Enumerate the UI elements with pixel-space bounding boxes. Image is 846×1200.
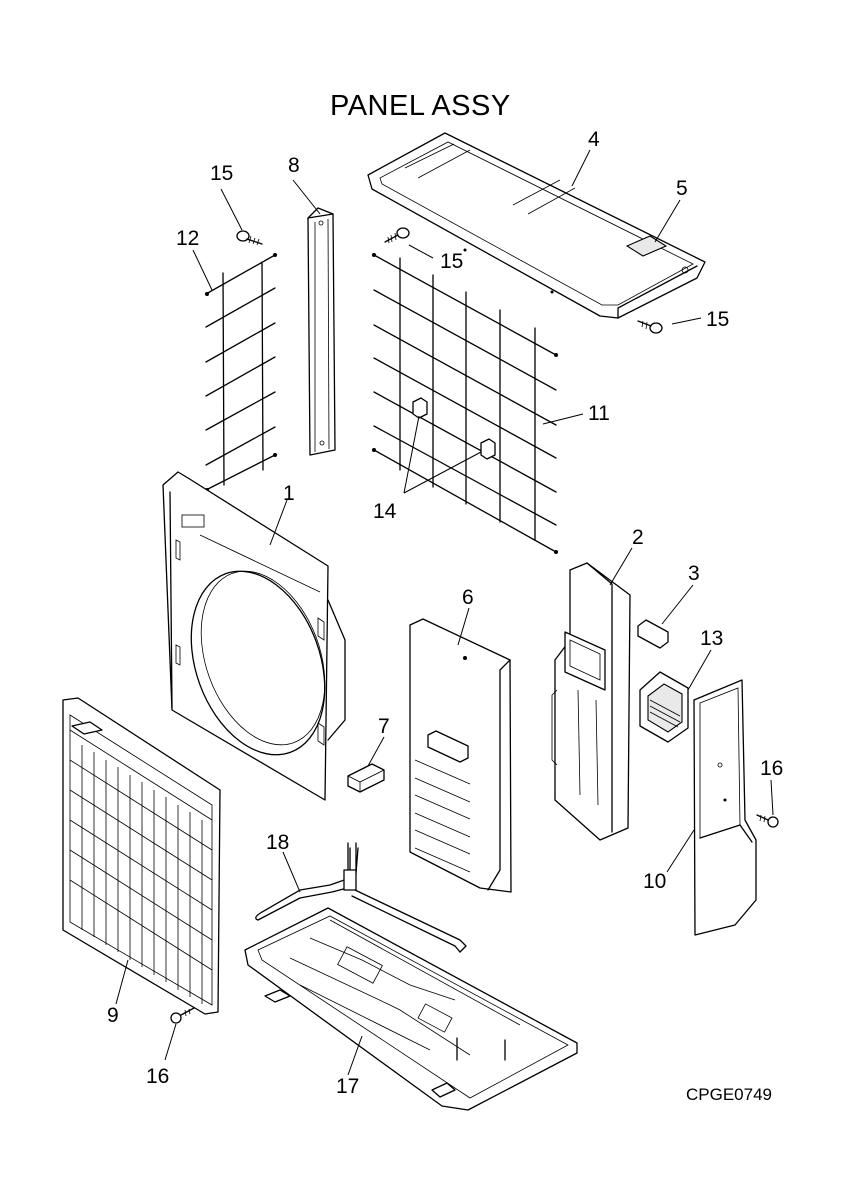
callout-16-b: 16 — [146, 1065, 169, 1088]
part-14-clips — [412, 397, 496, 460]
callout-labels: 15 8 4 5 12 15 15 11 14 1 2 3 6 13 7 16 … — [107, 128, 783, 1098]
part-15-screws — [236, 227, 663, 334]
part-17-base-pan — [244, 907, 578, 1111]
part-9-front-grille — [62, 697, 221, 1015]
diagram-title: PANEL ASSY — [330, 90, 511, 122]
callout-2: 2 — [632, 526, 644, 549]
callout-15-c: 15 — [706, 308, 729, 331]
callout-5: 5 — [676, 177, 688, 200]
part-5-nameplate — [625, 235, 668, 257]
callout-16-a: 16 — [760, 757, 783, 780]
callout-14: 14 — [373, 500, 397, 523]
callout-9: 9 — [107, 1004, 119, 1027]
callout-1: 1 — [283, 482, 295, 505]
callout-15-b: 15 — [440, 250, 463, 273]
part-16-screws — [170, 814, 779, 1024]
callout-15-a: 15 — [210, 162, 233, 185]
callout-13: 13 — [700, 627, 723, 650]
drawing-code: CPGE0749 — [686, 1085, 772, 1104]
callout-17: 17 — [336, 1075, 359, 1098]
part-10-side-cover — [693, 679, 757, 936]
part-11-large-wire-guard — [372, 253, 558, 554]
callout-11: 11 — [588, 402, 610, 425]
part-9-grille-slats — [69, 745, 213, 1004]
part-6-side-panel — [409, 618, 512, 893]
callout-4: 4 — [588, 128, 600, 151]
part-13-vent-insert — [639, 671, 689, 743]
part-2-pillar — [551, 562, 631, 841]
callout-3: 3 — [688, 562, 700, 585]
callout-10: 10 — [643, 870, 666, 893]
part-3-cover — [637, 619, 669, 649]
callout-6: 6 — [462, 586, 474, 609]
callout-8: 8 — [288, 154, 300, 177]
part-8-post — [307, 207, 336, 456]
leader-lines — [115, 149, 774, 1076]
callout-7: 7 — [378, 715, 390, 738]
callout-18: 18 — [266, 831, 289, 854]
part-1-fan-panel — [162, 471, 346, 801]
callout-12: 12 — [176, 227, 199, 250]
part-12-small-wire-guard — [205, 253, 277, 492]
part-6-louvers — [414, 759, 471, 873]
part-4-top-panel — [367, 132, 706, 319]
part-18-heater-cable — [255, 842, 467, 953]
part-7-handle — [347, 763, 385, 793]
